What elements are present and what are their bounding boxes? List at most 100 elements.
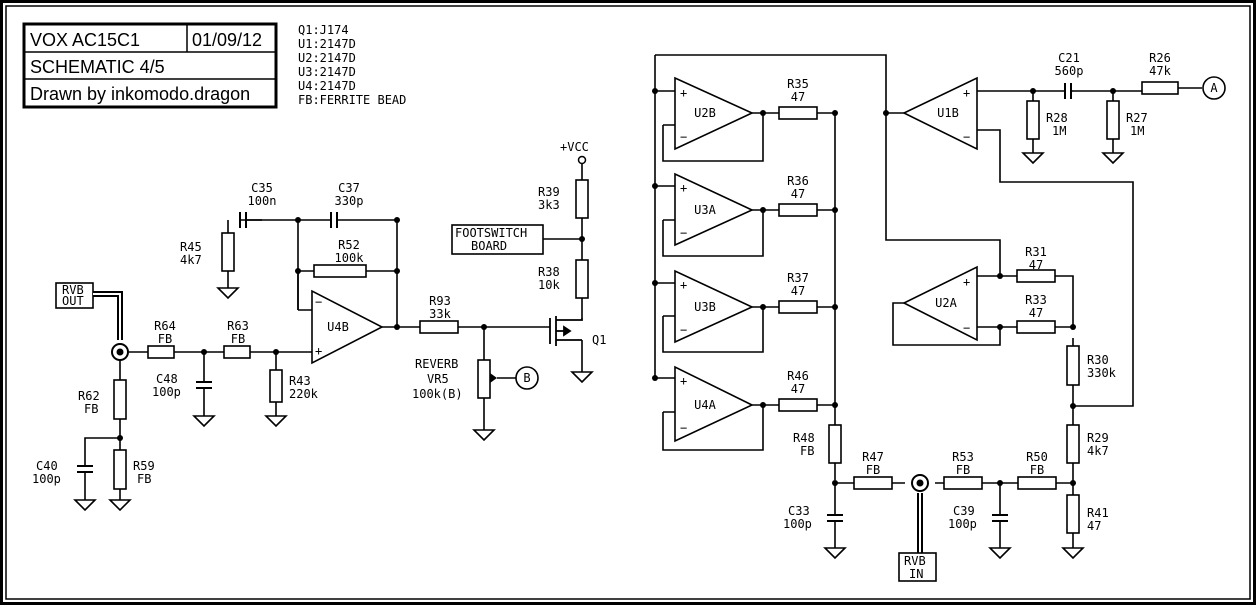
part-value: FB xyxy=(137,472,151,486)
resistor-r50 xyxy=(1017,476,1057,490)
legend-line: FB:FERRITE BEAD xyxy=(298,93,406,107)
opamp-sign: + xyxy=(315,344,322,358)
rvb-in-connector: RVB IN xyxy=(898,474,937,582)
part-value: FB xyxy=(866,463,880,477)
rvb-out-connector: RVB OUT xyxy=(55,282,129,361)
footswitch-label: BOARD xyxy=(471,239,507,253)
title-line2: SCHEMATIC 4/5 xyxy=(30,57,165,77)
svg-text:IN: IN xyxy=(909,567,923,581)
part-ref: R93 xyxy=(429,294,451,308)
part-ref: R38 xyxy=(538,265,560,279)
resistor-r63 xyxy=(223,345,251,359)
part-ref: R48 xyxy=(793,431,815,445)
part-ref: R47 xyxy=(862,450,884,464)
part-ref: C39 xyxy=(953,504,975,518)
resistor-r26 xyxy=(1141,81,1179,95)
resistor-r41 xyxy=(1066,494,1080,534)
component-labels: C35 100n C37 330p R45 4k7 R52 100k R64 F… xyxy=(32,51,1172,533)
opamp-u4a xyxy=(674,365,754,443)
ref-a: A xyxy=(1202,76,1226,100)
part-value: 330k xyxy=(1087,366,1117,380)
part-value: 4k7 xyxy=(180,253,202,267)
opamp-label: U4B xyxy=(327,320,349,334)
junctions xyxy=(117,88,1116,486)
resistor-r29 xyxy=(1066,424,1080,464)
legend-line: U3:2147D xyxy=(298,65,356,79)
opamp-sign: + xyxy=(963,275,970,289)
vcc-terminal-icon xyxy=(577,155,587,165)
opamp-label: U4A xyxy=(694,398,716,412)
opamp-sign: + xyxy=(680,374,687,388)
resistor-r33 xyxy=(1016,320,1056,334)
opamp-sign: + xyxy=(963,86,970,100)
part-value: 47 xyxy=(1029,258,1043,272)
opamp-label: U3B xyxy=(694,300,716,314)
part-value: 47 xyxy=(1029,306,1043,320)
part-value: 1M xyxy=(1130,124,1144,138)
part-value: 47 xyxy=(791,90,805,104)
opamp-label: U1B xyxy=(937,106,959,120)
part-value: 33k xyxy=(429,307,451,321)
svg-text:OUT: OUT xyxy=(62,294,84,308)
part-ref: R46 xyxy=(787,369,809,383)
legend-line: U4:2147D xyxy=(298,79,356,93)
part-ref: R59 xyxy=(133,459,155,473)
opamp-sign: − xyxy=(315,295,322,309)
title-date: 01/09/12 xyxy=(192,30,262,50)
resistor-r47 xyxy=(853,476,893,490)
part-value: 47 xyxy=(791,187,805,201)
part-ref: R28 xyxy=(1046,111,1068,125)
resistor-r53 xyxy=(943,476,983,490)
opamp-label: U3A xyxy=(694,203,716,217)
transistor-q1 xyxy=(549,316,583,346)
part-value: 100n xyxy=(248,194,277,208)
opamp-label: U2B xyxy=(694,106,716,120)
part-value: 100k xyxy=(335,251,365,265)
resistor-r48 xyxy=(828,424,842,464)
part-ref: R31 xyxy=(1025,245,1047,259)
part-value: 100p xyxy=(948,517,977,531)
part-ref: R45 xyxy=(180,240,202,254)
opamp-label: U2A xyxy=(935,296,957,310)
part-value: FB xyxy=(1030,463,1044,477)
resistor-r52 xyxy=(313,264,367,278)
part-value: 560p xyxy=(1055,64,1084,78)
pot-name: REVERB xyxy=(415,357,458,371)
resistor-r36 xyxy=(778,203,818,217)
part-value: 47k xyxy=(1149,64,1171,78)
opamp-u1b xyxy=(902,76,978,151)
q1-label: Q1 xyxy=(592,333,606,347)
part-ref: R53 xyxy=(952,450,974,464)
part-ref: R35 xyxy=(787,77,809,91)
part-value: 100p xyxy=(783,517,812,531)
legend-line: U1:2147D xyxy=(298,37,356,51)
part-ref: C35 xyxy=(251,181,273,195)
part-ref: R41 xyxy=(1087,506,1109,520)
part-ref: R29 xyxy=(1087,431,1109,445)
resistor-r43 xyxy=(269,369,283,403)
legend-line: U2:2147D xyxy=(298,51,356,65)
resistor-r37 xyxy=(778,300,818,314)
resistor-r59 xyxy=(113,449,127,490)
part-ref: C33 xyxy=(788,504,810,518)
pot-ref: VR5 xyxy=(427,372,449,386)
grounds xyxy=(73,152,1125,560)
footswitch-board xyxy=(451,224,544,255)
title-block: VOX AC15C1 01/09/12 SCHEMATIC 4/5 Drawn … xyxy=(22,22,278,109)
pot-value: 100k(B) xyxy=(412,387,463,401)
part-value: FB xyxy=(956,463,970,477)
opamp-sign: + xyxy=(680,278,687,292)
part-ref: R33 xyxy=(1025,293,1047,307)
part-ref: R43 xyxy=(289,374,311,388)
ref-b: B xyxy=(515,366,539,390)
opamp-sign: − xyxy=(680,226,687,240)
part-ref: R36 xyxy=(787,174,809,188)
resistor-r64 xyxy=(147,345,175,359)
part-value: FB xyxy=(84,402,98,416)
capacitors xyxy=(77,83,1073,528)
opamp-sign: + xyxy=(680,181,687,195)
part-value: 47 xyxy=(791,382,805,396)
title-line1: VOX AC15C1 xyxy=(30,30,140,50)
resistor-r93 xyxy=(419,320,459,334)
